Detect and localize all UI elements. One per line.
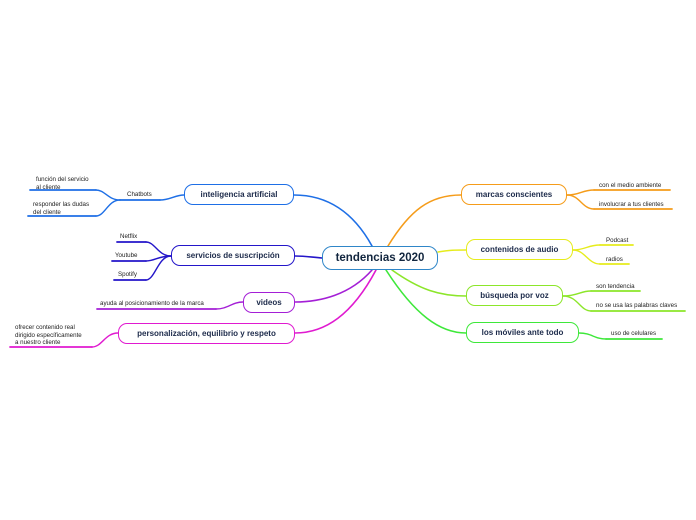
link-busqueda xyxy=(391,269,467,297)
subtopic-spotify[interactable]: Spotify xyxy=(118,271,137,278)
topic-servicios-suscripcion-label: servicios de suscripción xyxy=(186,251,280,260)
link-ia xyxy=(293,194,373,247)
topic-marcas-conscientes-label: marcas conscientes xyxy=(475,190,553,199)
subtopic-son-tendencia[interactable]: son tendencia xyxy=(596,283,635,290)
link-uso-celulares xyxy=(578,332,607,340)
subtopic-involucrar-clientes[interactable]: involucrar a tus clientes xyxy=(599,201,664,208)
topic-inteligencia-artificial[interactable]: inteligencia artificial xyxy=(184,184,294,205)
link-netflix xyxy=(145,241,172,257)
topic-personalizacion[interactable]: personalización, equilibrio y respeto xyxy=(118,323,295,344)
link-involucrar xyxy=(566,194,595,210)
link-moviles xyxy=(385,269,467,334)
link-spotify xyxy=(145,255,172,281)
link-audio xyxy=(437,249,467,253)
central-topic[interactable]: tendencias 2020 xyxy=(322,246,438,270)
subtopic-posicionamiento[interactable]: ayuda al posicionamiento de la marca xyxy=(100,300,204,307)
link-contenido-real xyxy=(91,332,119,348)
topic-servicios-suscripcion[interactable]: servicios de suscripción xyxy=(171,245,295,266)
topic-videos-label: videos xyxy=(256,298,282,307)
topic-busqueda-voz[interactable]: búsqueda por voz xyxy=(466,285,563,306)
subtopic-uso-celulares[interactable]: uso de celulares xyxy=(611,330,657,337)
topic-contenidos-audio[interactable]: contenidos de audio xyxy=(466,239,573,260)
link-son-tendencia xyxy=(562,290,592,297)
subtopic-responder-dudas[interactable]: responder las dudas del cliente xyxy=(33,201,90,216)
link-servicios xyxy=(294,255,323,259)
topic-busqueda-voz-label: búsqueda por voz xyxy=(480,291,549,300)
subtopic-radios[interactable]: radios xyxy=(606,256,623,263)
topic-personalizacion-label: personalización, equilibrio y respeto xyxy=(137,329,276,338)
link-medio-ambiente xyxy=(566,189,595,196)
link-responder xyxy=(95,199,121,217)
subtopic-youtube[interactable]: Youtube xyxy=(115,252,138,259)
link-radios xyxy=(572,249,601,265)
subtopic-funcion-servicio[interactable]: función del servicio al cliente xyxy=(36,176,89,191)
link-personalizacion xyxy=(294,269,377,334)
link-chatbots xyxy=(159,194,185,201)
link-posicionamiento xyxy=(215,301,244,310)
subtopic-palabras-claves[interactable]: no se usa las palabras claves xyxy=(596,302,678,309)
topic-moviles[interactable]: los móviles ante todo xyxy=(466,322,579,343)
link-videos xyxy=(294,269,373,303)
link-podcast xyxy=(572,244,601,251)
central-topic-label: tendencias 2020 xyxy=(335,252,425,264)
subtopic-netflix[interactable]: Netflix xyxy=(120,233,138,240)
topic-moviles-label: los móviles ante todo xyxy=(481,328,564,337)
subtopic-medio-ambiente[interactable]: con el medio ambiente xyxy=(599,182,662,189)
link-marcas xyxy=(387,194,462,247)
topic-contenidos-audio-label: contenidos de audio xyxy=(480,245,559,254)
subtopic-contenido-real[interactable]: ofrecer contenido real dirigido específi… xyxy=(15,324,82,346)
link-funcion xyxy=(95,189,121,201)
topic-inteligencia-artificial-label: inteligencia artificial xyxy=(200,190,278,199)
topic-videos[interactable]: videos xyxy=(243,292,295,313)
subtopic-chatbots[interactable]: Chatbots xyxy=(127,191,152,198)
subtopic-podcast[interactable]: Podcast xyxy=(606,237,629,244)
link-palabras xyxy=(562,295,592,312)
topic-marcas-conscientes[interactable]: marcas conscientes xyxy=(461,184,567,205)
